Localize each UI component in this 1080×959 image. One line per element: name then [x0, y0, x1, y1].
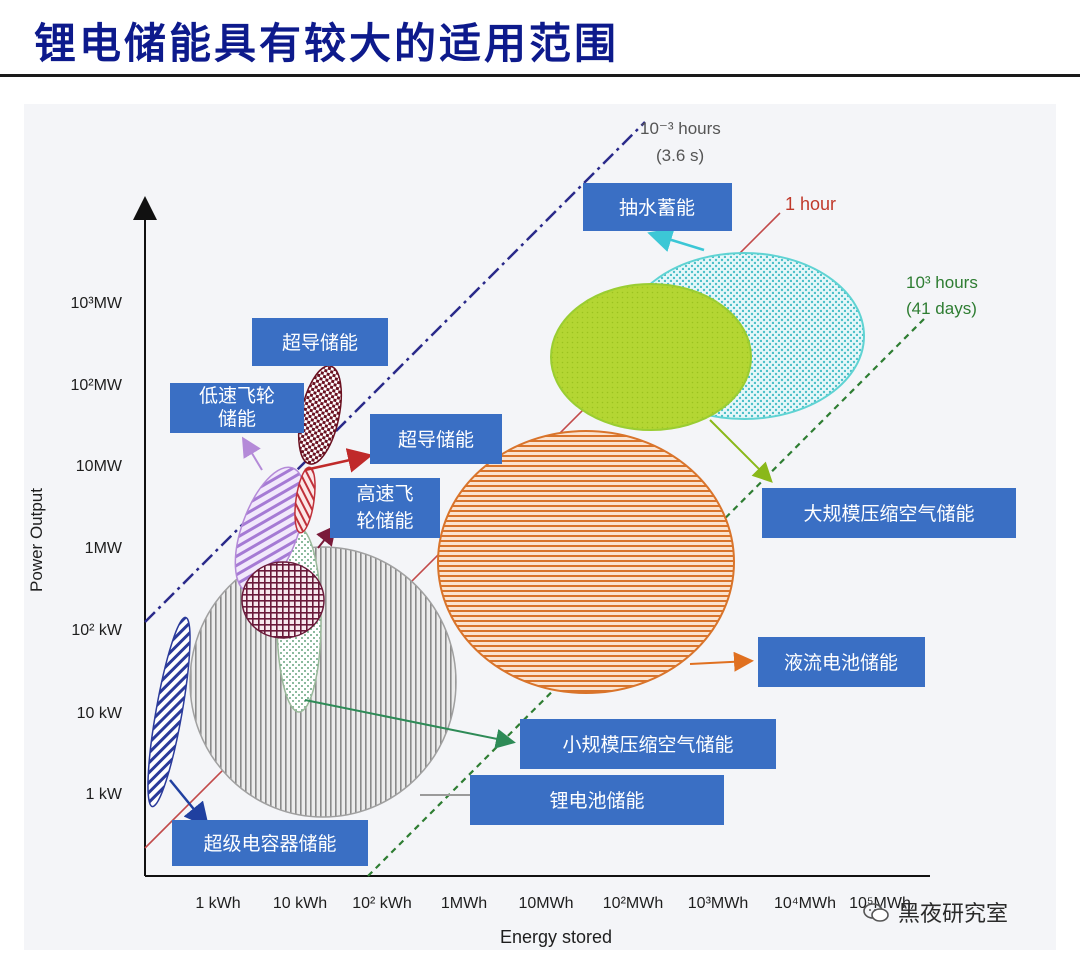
time-line-label: 10⁻³ hours: [640, 119, 721, 138]
watermark: 黑夜研究室: [862, 896, 1008, 928]
y-tick-label: 10²MW: [70, 377, 122, 394]
smes-small-region: [294, 466, 316, 534]
label-box: [330, 478, 440, 538]
label-small-caes: 小规模压缩空气储能: [520, 719, 776, 769]
label-low-speed-flywheel: 低速飞轮 储能: [170, 383, 304, 433]
supercapacitor-region: [147, 616, 191, 808]
arrow-low-speed-flywheel: [241, 436, 263, 471]
label-box: [370, 414, 502, 464]
flow-battery-region: [437, 430, 735, 694]
arrow-large-caes: [709, 419, 773, 483]
title-divider: [0, 74, 1080, 77]
large-caes-region: [550, 283, 752, 431]
label-text: 锂电池储能: [549, 790, 644, 812]
label-box: [170, 383, 304, 433]
label-text: 小规模压缩空气储能: [562, 734, 733, 756]
arrow-pumped-hydro: [647, 227, 705, 252]
label-box: [252, 318, 388, 366]
x-tick-label: 10MWh: [518, 895, 573, 912]
label-supercapacitor: 超级电容器储能: [172, 820, 368, 866]
x-axis-title: Energy stored: [500, 927, 612, 947]
label-box: [758, 637, 925, 687]
label-text: 抽水蓄能: [619, 197, 695, 219]
time-line-sublabel: (3.6 s): [656, 146, 704, 165]
x-tick-label: 10² kWh: [352, 895, 412, 912]
arrow-flow-battery: [689, 651, 754, 672]
y-tick-label: 10 kW: [77, 705, 123, 722]
slide-title: 锂电储能具有较大的适用范围: [34, 19, 620, 68]
label-text-line-1: 低速飞轮: [199, 385, 275, 407]
y-tick-label: 10MW: [76, 458, 123, 475]
high-speed-flywheel-region: [241, 561, 325, 639]
label-text-line-2: 轮储能: [356, 510, 413, 532]
label-box: [520, 719, 776, 769]
y-tick-label: 10² kW: [71, 622, 123, 639]
label-text: 液流电池储能: [784, 652, 898, 674]
arrow-supercapacitor: [169, 779, 210, 828]
label-lithium-battery: 锂电池储能: [470, 775, 724, 825]
label-large-caes: 大规模压缩空气储能: [762, 488, 1016, 538]
x-tick-labels: 1 kWh 10 kWh 10² kWh 1MWh 10MWh 10²MWh 1…: [195, 895, 911, 912]
arrow-smes: [304, 448, 373, 473]
y-tick-labels: 10³MW 10²MW 10MW 1MW 10² kW 10 kW 1 kW: [70, 295, 122, 803]
label-smes-lower: 超导储能: [370, 414, 502, 464]
wechat-icon: [863, 903, 889, 922]
arrow-small-caes: [304, 699, 516, 749]
label-pumped-hydro: 抽水蓄能: [583, 183, 732, 231]
label-text-line-1: 高速飞: [356, 483, 413, 505]
label-text: 超导储能: [282, 332, 358, 354]
y-axis-title: Power Output: [27, 488, 46, 592]
time-line-label: 10³ hours: [906, 273, 978, 292]
watermark-text: 黑夜研究室: [898, 902, 1009, 927]
label-text: 超级电容器储能: [203, 833, 336, 855]
label-high-speed-flywheel: 高速飞 轮储能: [330, 478, 440, 538]
label-flow-battery: 液流电池储能: [758, 637, 925, 687]
x-tick-label: 10 kWh: [273, 895, 327, 912]
lithium-battery-region: [189, 546, 457, 818]
label-smes-upper: 超导储能: [252, 318, 388, 366]
x-tick-label: 1 kWh: [195, 895, 240, 912]
y-tick-label: 1 kW: [86, 786, 123, 803]
time-line-sublabel: (41 days): [906, 299, 977, 318]
y-tick-label: 10³MW: [70, 295, 122, 312]
label-box: [583, 183, 732, 231]
y-tick-label: 1MW: [85, 540, 123, 557]
label-text: 超导储能: [398, 429, 474, 451]
x-tick-label: 1MWh: [441, 895, 487, 912]
label-box: [172, 820, 368, 866]
label-text-line-2: 储能: [218, 408, 256, 430]
label-text: 大规模压缩空气储能: [803, 503, 974, 525]
time-line-3.6s: [144, 121, 646, 623]
label-box: [470, 775, 724, 825]
time-line-label: 1 hour: [785, 194, 836, 214]
x-tick-label: 10⁴MWh: [774, 895, 836, 912]
x-tick-label: 10³MWh: [688, 895, 748, 912]
x-tick-label: 10²MWh: [603, 895, 663, 912]
label-box: [762, 488, 1016, 538]
